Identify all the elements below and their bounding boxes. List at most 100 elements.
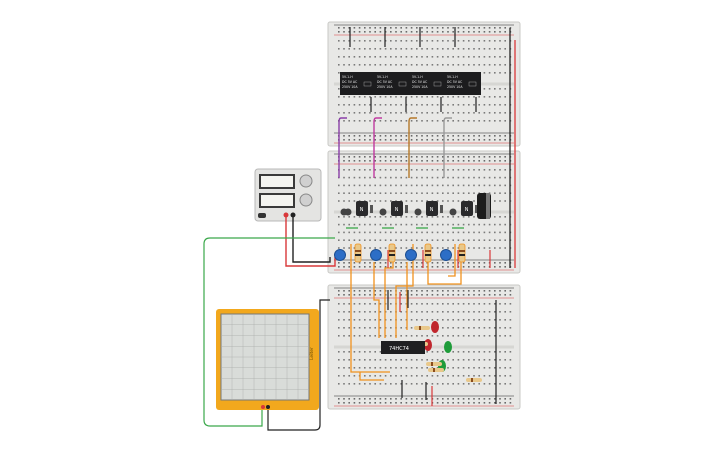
hole — [338, 231, 340, 234]
hole — [488, 104, 491, 106]
hole — [478, 398, 480, 400]
hole — [468, 135, 470, 137]
hole — [400, 383, 402, 385]
oscilloscope[interactable]: Leiter — [216, 309, 319, 410]
hole — [364, 160, 366, 162]
hole — [421, 223, 423, 226]
hole — [457, 247, 460, 249]
hole — [494, 239, 496, 241]
hole — [338, 294, 340, 296]
hole — [499, 160, 501, 162]
hole — [410, 48, 413, 50]
hole — [478, 135, 480, 137]
probe-negative[interactable] — [266, 405, 270, 409]
wire-purple[interactable] — [338, 117, 347, 178]
hole — [353, 112, 356, 114]
hole — [410, 139, 413, 141]
signal-wire-orange[interactable] — [448, 244, 456, 277]
pushbutton[interactable] — [340, 208, 348, 216]
wire-gray[interactable] — [443, 117, 452, 178]
hole — [488, 290, 491, 292]
pushbutton[interactable] — [379, 208, 387, 216]
hole — [353, 200, 356, 202]
hole — [468, 223, 470, 226]
hole — [452, 120, 454, 122]
hole — [431, 231, 434, 234]
hole — [384, 383, 387, 385]
voltage-knob[interactable] — [299, 174, 313, 188]
hole — [364, 31, 366, 33]
power-switch[interactable] — [258, 213, 266, 218]
hole — [483, 72, 486, 74]
hole — [483, 184, 486, 187]
hole — [353, 176, 356, 179]
hole — [348, 96, 350, 98]
hole — [374, 40, 376, 42]
potentiometer[interactable] — [370, 249, 382, 261]
hole — [462, 40, 465, 42]
hole — [410, 231, 413, 234]
wire-brown[interactable] — [408, 117, 417, 178]
signal-wire-orange[interactable] — [350, 244, 390, 373]
hole — [452, 112, 454, 114]
hole — [442, 192, 444, 194]
power-supply[interactable] — [254, 168, 322, 222]
signal-wire-orange[interactable] — [373, 262, 380, 338]
wire-magenta[interactable] — [373, 117, 382, 178]
hole — [400, 231, 402, 234]
probe-wire-black[interactable] — [267, 299, 330, 431]
hole — [369, 223, 371, 226]
hole — [358, 139, 361, 141]
transistor-body — [391, 201, 403, 216]
hole — [353, 96, 356, 98]
hole — [431, 311, 434, 313]
hole — [494, 402, 496, 404]
potentiometer[interactable] — [440, 249, 452, 261]
hole — [390, 359, 392, 361]
ic-chip[interactable]: 74HC74 — [381, 341, 425, 354]
hole — [338, 351, 340, 353]
hole — [369, 402, 371, 404]
hole — [442, 383, 444, 385]
pushbutton[interactable] — [449, 208, 457, 216]
pushbutton[interactable] — [414, 208, 422, 216]
probe-positive[interactable] — [261, 405, 265, 409]
hole — [369, 290, 371, 292]
hole — [504, 351, 506, 353]
hole — [468, 290, 470, 292]
hole — [431, 262, 434, 264]
supply-positive-wire[interactable] — [285, 215, 336, 267]
hole — [447, 239, 449, 241]
probe-wire-green[interactable] — [203, 237, 335, 427]
breadboard-middle[interactable] — [327, 150, 521, 274]
wires[interactable] — [203, 27, 516, 431]
signal-wire-orange[interactable] — [359, 372, 384, 381]
hole — [395, 359, 397, 361]
hole — [468, 319, 470, 321]
hole — [348, 184, 350, 187]
hole — [400, 359, 402, 361]
signal-wire-orange[interactable] — [427, 262, 462, 285]
hole — [338, 239, 340, 241]
hole — [462, 319, 465, 321]
hole — [343, 56, 345, 58]
hole — [353, 335, 356, 337]
hole — [374, 303, 376, 305]
potentiometer[interactable] — [334, 249, 346, 261]
hole — [338, 335, 340, 337]
current-knob[interactable] — [299, 193, 313, 207]
hole — [468, 40, 470, 42]
hole — [390, 184, 392, 187]
signal-wire-orange[interactable] — [395, 244, 414, 338]
hole — [499, 231, 501, 234]
hole — [390, 375, 392, 377]
hole — [504, 88, 506, 90]
hole — [374, 27, 376, 29]
potentiometer[interactable] — [405, 249, 417, 261]
hole — [504, 290, 506, 292]
hole — [483, 64, 486, 66]
hole — [473, 139, 475, 141]
